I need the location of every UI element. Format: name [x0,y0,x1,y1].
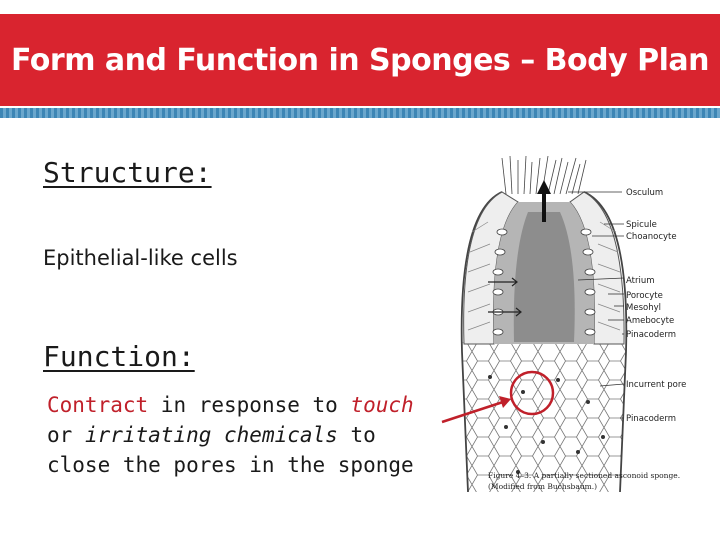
structure-text: Epithelial-like cells [43,246,238,270]
accent-stripe [0,108,720,118]
water-flow-arrows [488,277,522,317]
title-bar: Form and Function in Sponges – Body Plan [0,14,720,106]
function-description: Contract in response to touch or irritat… [47,390,447,480]
term-contract: Contract [47,393,149,417]
label-spicule: Spicule [626,220,657,230]
atrium-shadow [513,212,575,342]
slide-title: Form and Function in Sponges – Body Plan [11,42,709,78]
function-heading: Function: [43,340,195,373]
desc-text-2: or [47,423,85,447]
label-amebocyte: Amebocyte [626,316,674,326]
figure-caption-line1: Figure 4–3. A partially sectioned ascono… [488,471,680,480]
label-choanocyte: Choanocyte [626,232,677,242]
desc-text-3: to [337,423,376,447]
figure-caption-line2: (Modified from Buchsbaum.) [488,482,597,491]
spicule-hatching [467,221,621,331]
label-atrium: Atrium [626,276,655,286]
desc-text-4: close the pores in the sponge [47,453,414,477]
label-leaders [568,191,625,419]
sponge-diagram: Osculum Spicule Choanocyte Atrium Porocy… [460,155,686,493]
label-porocyte: Porocyte [626,291,663,301]
label-mesohyl: Mesohyl [626,303,661,313]
desc-text-1: in response to [148,393,351,417]
choanocyte-cells [492,228,596,336]
label-pinacoderm-top: Pinacoderm [626,330,676,340]
label-pinacoderm-bottom: Pinacoderm [626,414,676,424]
structure-heading: Structure: [43,156,212,189]
term-irritating-chemicals: irritating chemicals [84,423,338,447]
label-incurrent-pore: Incurrent pore [626,380,686,390]
term-touch: touch [350,393,414,417]
label-osculum: Osculum [626,188,663,198]
osculum-arrowhead [537,180,551,194]
